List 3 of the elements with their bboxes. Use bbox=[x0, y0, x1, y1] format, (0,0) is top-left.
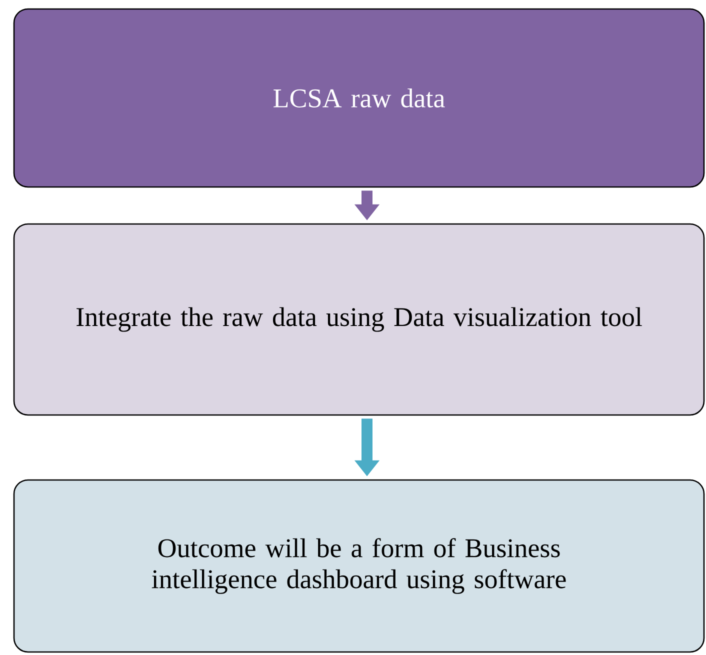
process-box: Outcome will be a form of Business intelligence dashboard using software bbox=[13, 479, 705, 653]
process-box: Integrate the raw data using Data visualization tool bbox=[13, 223, 705, 416]
process-box: LCSA raw data bbox=[13, 8, 705, 188]
